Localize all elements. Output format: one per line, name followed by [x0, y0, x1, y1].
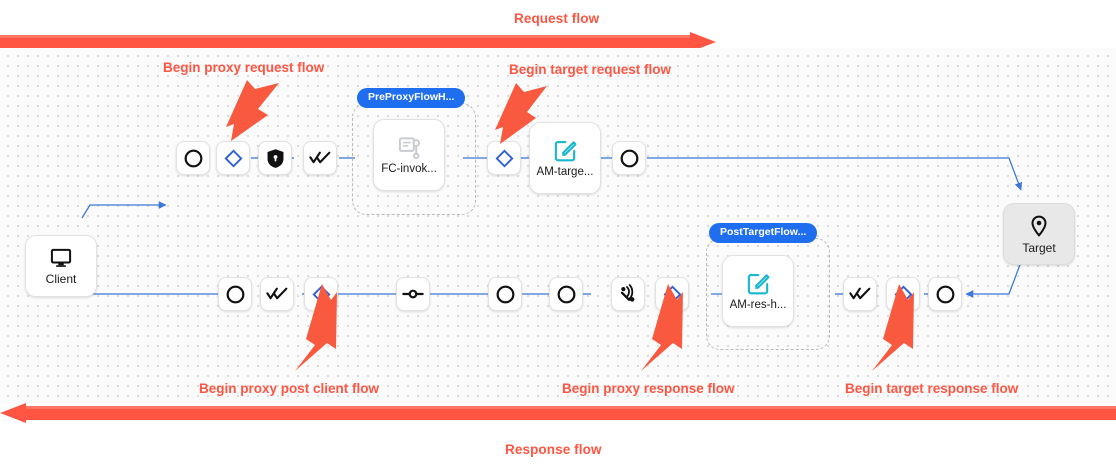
circle-outline-icon: [935, 284, 956, 305]
node-req-proxy-hook[interactable]: [216, 141, 250, 175]
node-am-target[interactable]: AM-targe...: [529, 122, 601, 194]
node-am-target-label: AM-targe...: [536, 165, 594, 178]
circle-outline-icon: [619, 148, 640, 169]
node-res-broadcast[interactable]: [611, 277, 645, 311]
endpoint-client[interactable]: Client: [25, 235, 97, 297]
node-res-proxy-hook[interactable]: [655, 277, 689, 311]
circle-outline-icon: [183, 148, 204, 169]
node-res-verify[interactable]: [260, 277, 294, 311]
node-res-circle-b[interactable]: [549, 277, 583, 311]
circle-outline-icon: [495, 284, 516, 305]
node-req-target-hook[interactable]: [487, 141, 521, 175]
node-am-res[interactable]: AM-res-h...: [722, 255, 803, 336]
node-req-start[interactable]: [176, 141, 210, 175]
hub-connector-icon: [402, 286, 424, 302]
circle-outline-icon: [225, 284, 246, 305]
node-fc-invoke[interactable]: FC-invok...: [373, 119, 454, 200]
anno-proxy-response: Begin proxy response flow: [562, 381, 735, 396]
node-fc-invoke-label: FC-invok...: [381, 162, 437, 175]
group-preproxy-pill[interactable]: PreProxyFlowH...: [357, 88, 466, 108]
diamond-icon: [223, 148, 243, 168]
shield-lock-icon: [266, 148, 285, 169]
node-res-hub[interactable]: [396, 277, 430, 311]
node-req-end[interactable]: [612, 141, 646, 175]
node-req-security[interactable]: [258, 141, 292, 175]
location-pin-icon: [1030, 215, 1048, 237]
diamond-icon: [311, 284, 331, 304]
node-res-target-hook[interactable]: [886, 277, 920, 311]
endpoint-client-label: Client: [45, 271, 77, 286]
node-res-target-in[interactable]: [928, 277, 962, 311]
request-flow-bar: [0, 32, 1116, 52]
broadcast-icon: [618, 283, 639, 305]
circle-outline-icon: [556, 284, 577, 305]
node-am-res-label: AM-res-h...: [729, 298, 787, 311]
endpoint-target-label: Target: [1022, 240, 1056, 255]
group-posttarget-pill[interactable]: PostTargetFlow...: [709, 223, 818, 243]
double-check-icon: [266, 286, 288, 302]
node-res-client-out[interactable]: [218, 277, 252, 311]
endpoint-target[interactable]: Target: [1003, 203, 1075, 265]
diagram-canvas: Client Target: [0, 48, 1116, 403]
node-res-target-verify[interactable]: [843, 277, 877, 311]
script-key-icon: [397, 135, 422, 160]
anno-proxy-post-client: Begin proxy post client flow: [199, 381, 380, 396]
request-flow-label: Request flow: [514, 11, 600, 26]
edit-square-icon: [553, 138, 578, 163]
node-res-circle-a[interactable]: [488, 277, 522, 311]
anno-proxy-request: Begin proxy request flow: [163, 60, 325, 75]
diamond-icon: [494, 148, 514, 168]
diamond-icon: [893, 284, 913, 304]
response-flow-bar: [0, 403, 1116, 423]
monitor-icon: [50, 248, 72, 268]
node-res-postclient-hook[interactable]: [304, 277, 338, 311]
diamond-icon: [662, 284, 682, 304]
node-req-verify[interactable]: [303, 141, 337, 175]
edit-square-icon: [746, 271, 771, 296]
double-check-icon: [309, 150, 331, 166]
response-flow-label: Response flow: [505, 442, 602, 457]
double-check-icon: [849, 286, 871, 302]
anno-target-response: Begin target response flow: [845, 381, 1019, 396]
anno-target-request: Begin target request flow: [509, 62, 672, 77]
connector-wires: [81, 157, 1023, 298]
